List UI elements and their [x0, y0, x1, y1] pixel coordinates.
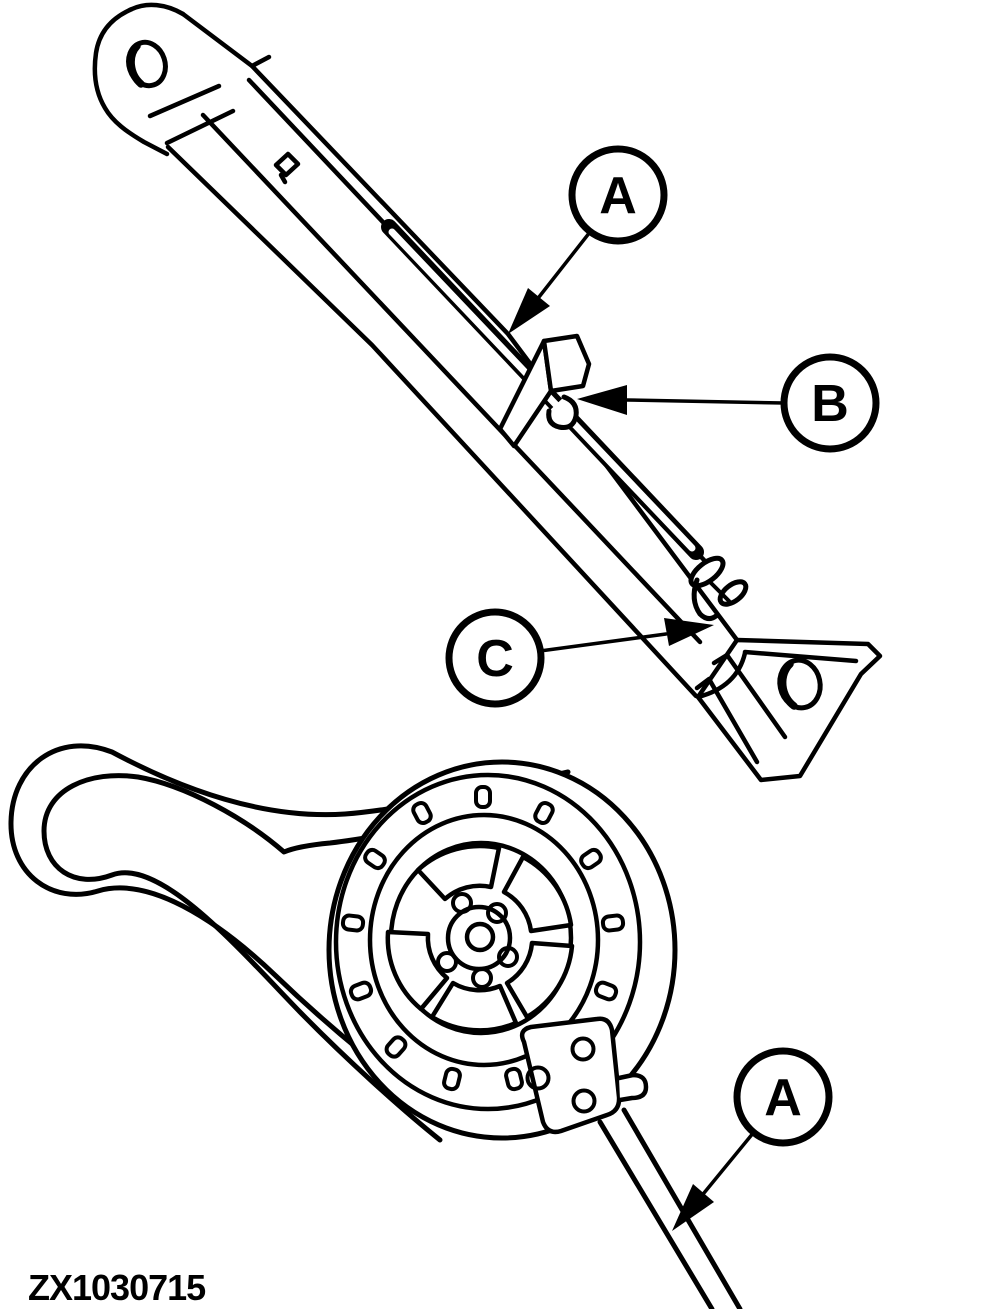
end-fitting-top-inner-edge — [742, 649, 859, 664]
vent-hole — [593, 980, 619, 1002]
vent-hole — [348, 980, 374, 1002]
pulley-bolt-holes — [436, 892, 519, 989]
leader-arrowhead — [577, 385, 627, 415]
arm-top-edge — [180, 11, 740, 643]
arm-notch — [273, 151, 301, 178]
callout-c: C — [445, 608, 714, 708]
mounting-bracket-holes — [525, 1036, 597, 1114]
bracket-hole — [525, 1065, 551, 1091]
callout-circle — [780, 353, 880, 453]
vent-hole — [579, 847, 603, 871]
spoke-window — [429, 980, 519, 1033]
lug-bevel-edge-2 — [164, 108, 236, 146]
drive-belt-inner-edge — [41, 773, 559, 1143]
callout-letter: C — [476, 630, 514, 688]
lug-bevel-edge-1 — [147, 83, 222, 119]
tension-rod-left-edge — [597, 1119, 715, 1309]
pulley-rim-lip — [333, 772, 643, 1112]
spoke-window — [415, 843, 502, 902]
arm-bottom-edge — [165, 144, 699, 699]
arm-top-step — [249, 54, 272, 69]
bolt-hole — [451, 892, 473, 914]
vent-hole — [384, 1035, 408, 1059]
pulley-vent-holes — [340, 785, 626, 1092]
vent-hole — [411, 800, 433, 826]
arm-notch-tick — [278, 172, 288, 185]
bracket-hole — [570, 1036, 596, 1062]
retainer-clip-cross — [709, 581, 731, 603]
leader-line — [537, 230, 592, 299]
bracket-hole — [571, 1088, 597, 1114]
pulley-hub-bore — [464, 921, 496, 953]
leader-arrowhead — [672, 1184, 714, 1231]
pulley-spoke-windows — [385, 843, 575, 1033]
spoke-window — [385, 929, 450, 1012]
bolt-hole — [486, 902, 508, 924]
spring-bracket-plate — [541, 333, 592, 394]
rod-eye-lug — [92, 2, 186, 157]
belt-pulley-assembly — [8, 743, 743, 1309]
callout-b: B — [577, 353, 880, 453]
callout-circle — [733, 1047, 833, 1147]
end-fitting-hole-shade — [778, 660, 798, 710]
figure-id: ZX1030715 — [28, 1267, 206, 1308]
leader-arrowhead — [508, 288, 550, 334]
end-fitting-ridge-2 — [694, 676, 760, 765]
spoke-window — [504, 940, 575, 1020]
vent-hole — [474, 785, 492, 809]
vent-hole — [600, 913, 626, 933]
vent-hole — [363, 847, 387, 871]
end-fitting-cheek — [695, 650, 748, 700]
callout-letter: A — [764, 1069, 802, 1127]
tension-rod-assembly — [92, 2, 883, 783]
spring-bracket-hook — [546, 394, 579, 430]
leader-line — [702, 1130, 756, 1195]
vent-hole — [533, 800, 555, 826]
bolt-hole — [436, 951, 458, 973]
vent-hole — [504, 1066, 524, 1092]
mounting-bracket-tab — [616, 1072, 649, 1103]
arm-lower-inner-edge — [200, 112, 703, 645]
vent-hole — [340, 913, 366, 933]
callout-a-top: A — [508, 145, 668, 334]
spoke-window — [501, 854, 574, 934]
end-fitting-ridge-1 — [711, 652, 788, 740]
leader-line — [625, 398, 786, 405]
callout-circle — [445, 608, 545, 708]
bolt-hole — [471, 967, 493, 989]
vent-hole — [442, 1066, 462, 1092]
callouts: A B C A — [445, 145, 880, 1231]
drive-belt-outer-edge — [8, 743, 571, 1123]
callout-letter: A — [599, 167, 637, 225]
rod-eye-hole-shade — [127, 42, 145, 88]
callout-circle — [568, 145, 668, 245]
callout-letter: B — [811, 375, 849, 433]
retainer-clip-stem — [691, 577, 719, 622]
pulley-rim — [367, 812, 601, 1068]
leader-line — [538, 632, 668, 653]
bolt-hole — [497, 946, 519, 968]
leader-arrowhead — [664, 618, 714, 646]
callout-a-bottom: A — [672, 1047, 833, 1231]
